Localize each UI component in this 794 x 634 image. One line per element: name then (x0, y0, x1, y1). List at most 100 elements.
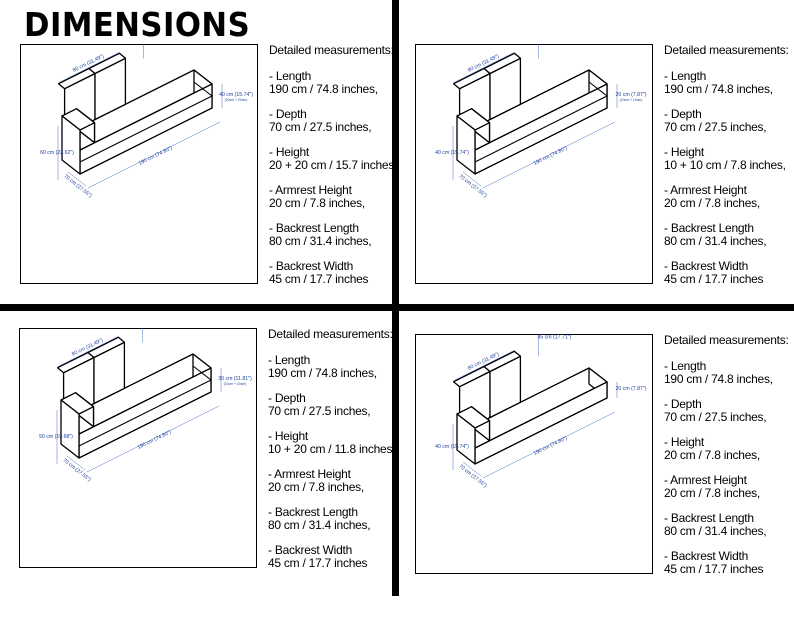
cushion-seam (474, 81, 609, 163)
dimension-label: 190 cm (74.80") (533, 435, 569, 457)
measurement-label: - Depth (269, 107, 307, 121)
dimension-line (66, 455, 86, 471)
measurements-heading: Detailed measurements: (268, 327, 393, 341)
sofa-shape (452, 350, 608, 465)
dimension-label: 40 cm (15.74") (219, 92, 253, 98)
measurement-value: 70 cm / 27.5 inches, (269, 120, 372, 134)
measurement-label: - Backrest Width (664, 259, 749, 273)
sofa-dimension-drawing: 60 cm (23.62") 70 cm (27.55") 190 cm (74.8… (40, 44, 253, 199)
dimension-label: 70 cm (27.55") (457, 463, 488, 489)
dimension-line (86, 405, 220, 473)
vertical-divider (392, 0, 399, 596)
sofa-left-end (456, 115, 476, 175)
sofa-illustration-frame (415, 44, 653, 284)
sofa-dimension-drawing: 50 cm (19.68")70 cm (27.55")190 cm (74.8… (39, 328, 252, 483)
dimension-label: 45 cm (17.71") (537, 334, 571, 340)
dimension-line (67, 171, 87, 187)
sofa-illustration-frame (415, 334, 653, 574)
dimension-label: 40 cm (15.74") (435, 150, 469, 156)
measurement-value: 10 + 10 cm / 7.8 inches, (664, 158, 786, 172)
dimension-label: 40 cm (15.74") (435, 444, 469, 450)
sofa-dimension-drawing: 40 cm (15.74") 70 cm (27.55") 190 cm (74.8… (435, 334, 647, 489)
measurement-value: 70 cm / 27.5 inches, (664, 410, 767, 424)
dimension-label: (20cm + 20cm) (225, 98, 248, 102)
dimension-label: 20 cm (7.87") (616, 386, 647, 392)
dimension-label: 190 cm (74.80") (137, 429, 173, 451)
sofa-left-end (60, 399, 80, 459)
measurement-label: - Height (664, 435, 705, 449)
measurement-value: 70 cm / 27.5 inches, (664, 120, 767, 134)
panel-2: 40 cm (15.74")70 cm (27.55")190 cm (74.8… (415, 44, 794, 344)
measurement-label: - Depth (664, 107, 702, 121)
measurement-value: 20 cm / 7.8 inches, (269, 196, 365, 210)
dimension-label: 30 cm (11.81") (218, 376, 252, 382)
panel-4: 40 cm (15.74") 70 cm (27.55") 190 cm (74.8… (415, 334, 794, 634)
measurement-value: 45 cm / 17.7 inches (664, 562, 764, 576)
measurement-value: 20 + 20 cm / 15.7 inches, (269, 158, 398, 172)
dimension-label: 70 cm (27.55") (62, 173, 93, 199)
measurement-label: - Armrest Height (664, 473, 747, 487)
dimension-label: 190 cm (74.80") (138, 145, 174, 167)
measurement-label: - Length (268, 353, 311, 367)
measurement-value: 190 cm / 74.8 inches, (664, 82, 773, 96)
measurement-value: 80 cm / 31.4 inches, (268, 518, 371, 532)
sofa-left-end (456, 413, 476, 465)
measurement-value: 80 cm / 31.4 inches, (664, 524, 767, 538)
measurement-label: - Armrest Height (269, 183, 352, 197)
measurement-label: - Length (664, 69, 707, 83)
backrest-top (87, 336, 126, 359)
backrest-top (88, 52, 127, 75)
sofa-left-end (61, 115, 81, 175)
measurements-heading: Detailed measurements: (664, 333, 789, 347)
dimension-label: 70 cm (27.55") (61, 457, 92, 483)
measurement-label: - Depth (268, 391, 306, 405)
measurement-value: 45 cm / 17.7 inches (268, 556, 368, 570)
measurement-label: - Height (268, 429, 309, 443)
dimension-line (58, 52, 120, 83)
measurements-heading: Detailed measurements: (664, 43, 789, 57)
measurement-label: - Depth (664, 397, 702, 411)
measurement-label: - Armrest Height (664, 183, 747, 197)
dimension-line (453, 350, 515, 381)
dimension-line (453, 52, 515, 83)
measurement-label: - Backrest Length (268, 505, 358, 519)
measurement-label: - Height (664, 145, 705, 159)
sofa-dimension-drawing: 40 cm (15.74")70 cm (27.55")190 cm (74.8… (435, 44, 647, 199)
measurement-label: - Armrest Height (268, 467, 351, 481)
sofa-illustration-frame (20, 44, 258, 284)
dimension-label: (10cm + 10cm) (620, 98, 643, 102)
dimension-line (482, 121, 616, 189)
dimension-label: 190 cm (74.80") (533, 145, 569, 167)
dimension-label: 60 cm (23.62") (40, 150, 74, 156)
measurement-label: - Backrest Length (664, 221, 754, 235)
measurement-value: 20 cm / 7.8 inches, (268, 480, 364, 494)
dimension-line (462, 171, 482, 187)
measurement-value: 45 cm / 17.7 inches (269, 272, 369, 286)
measurement-value: 80 cm / 31.4 inches, (664, 234, 767, 248)
dimension-label: 20 cm (7.87") (616, 92, 647, 98)
sofa-shape (56, 336, 213, 459)
measurement-label: - Length (269, 69, 312, 83)
measurement-label: - Backrest Length (664, 511, 754, 525)
cushion-seam (79, 81, 214, 163)
